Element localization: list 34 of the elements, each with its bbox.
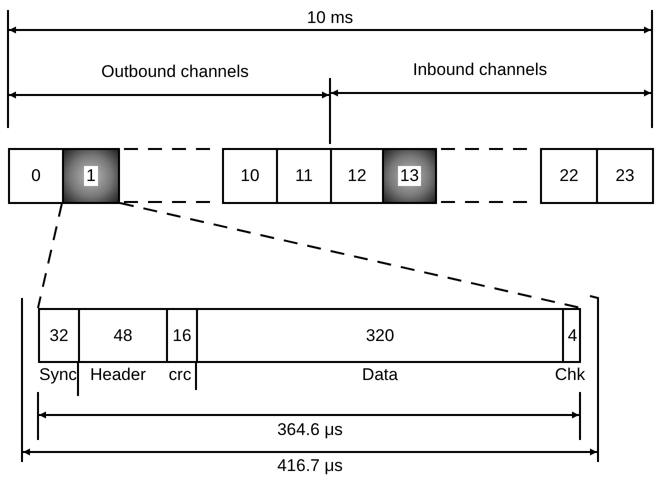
- slot-box: [596, 148, 654, 204]
- frame-box: [38, 308, 581, 363]
- shaded-slot-box: [62, 148, 120, 204]
- slot-box: [276, 148, 332, 204]
- section-label: Outbound channels: [101, 62, 249, 82]
- field-name: crc: [168, 365, 192, 385]
- dimension-label: 10 ms: [306, 8, 354, 28]
- dimension-label: 364.6 μs: [277, 420, 343, 440]
- zoom-line: [120, 202, 582, 309]
- slot-number: 10: [240, 166, 260, 186]
- field-name: Chk: [554, 365, 586, 385]
- section-label: Inbound channels: [412, 60, 548, 80]
- slot-number: 12: [348, 166, 366, 186]
- slot-box: [330, 148, 384, 204]
- bit-count: 320: [366, 326, 394, 346]
- slot-box: [8, 148, 64, 204]
- zoom-line: [37, 202, 63, 308]
- dimension-label: 416.7 μs: [277, 456, 343, 476]
- slot-number: 13: [398, 166, 421, 186]
- bit-count: 4: [568, 326, 578, 346]
- bit-count: 48: [114, 326, 132, 346]
- field-name: Header: [90, 365, 146, 385]
- slot-number: 11: [295, 166, 313, 186]
- slot-number: 1: [84, 166, 98, 186]
- shaded-slot-box: [382, 148, 437, 204]
- field-name: Data: [362, 365, 398, 385]
- bit-count: 32: [50, 326, 68, 346]
- slot-number: 22: [560, 166, 578, 186]
- bit-count: 16: [172, 326, 192, 346]
- slot-number: 23: [616, 166, 634, 186]
- slot-box: [540, 148, 598, 204]
- slot-number: 0: [31, 166, 41, 186]
- slot-box: [222, 148, 278, 204]
- field-name: Sync: [39, 365, 77, 385]
